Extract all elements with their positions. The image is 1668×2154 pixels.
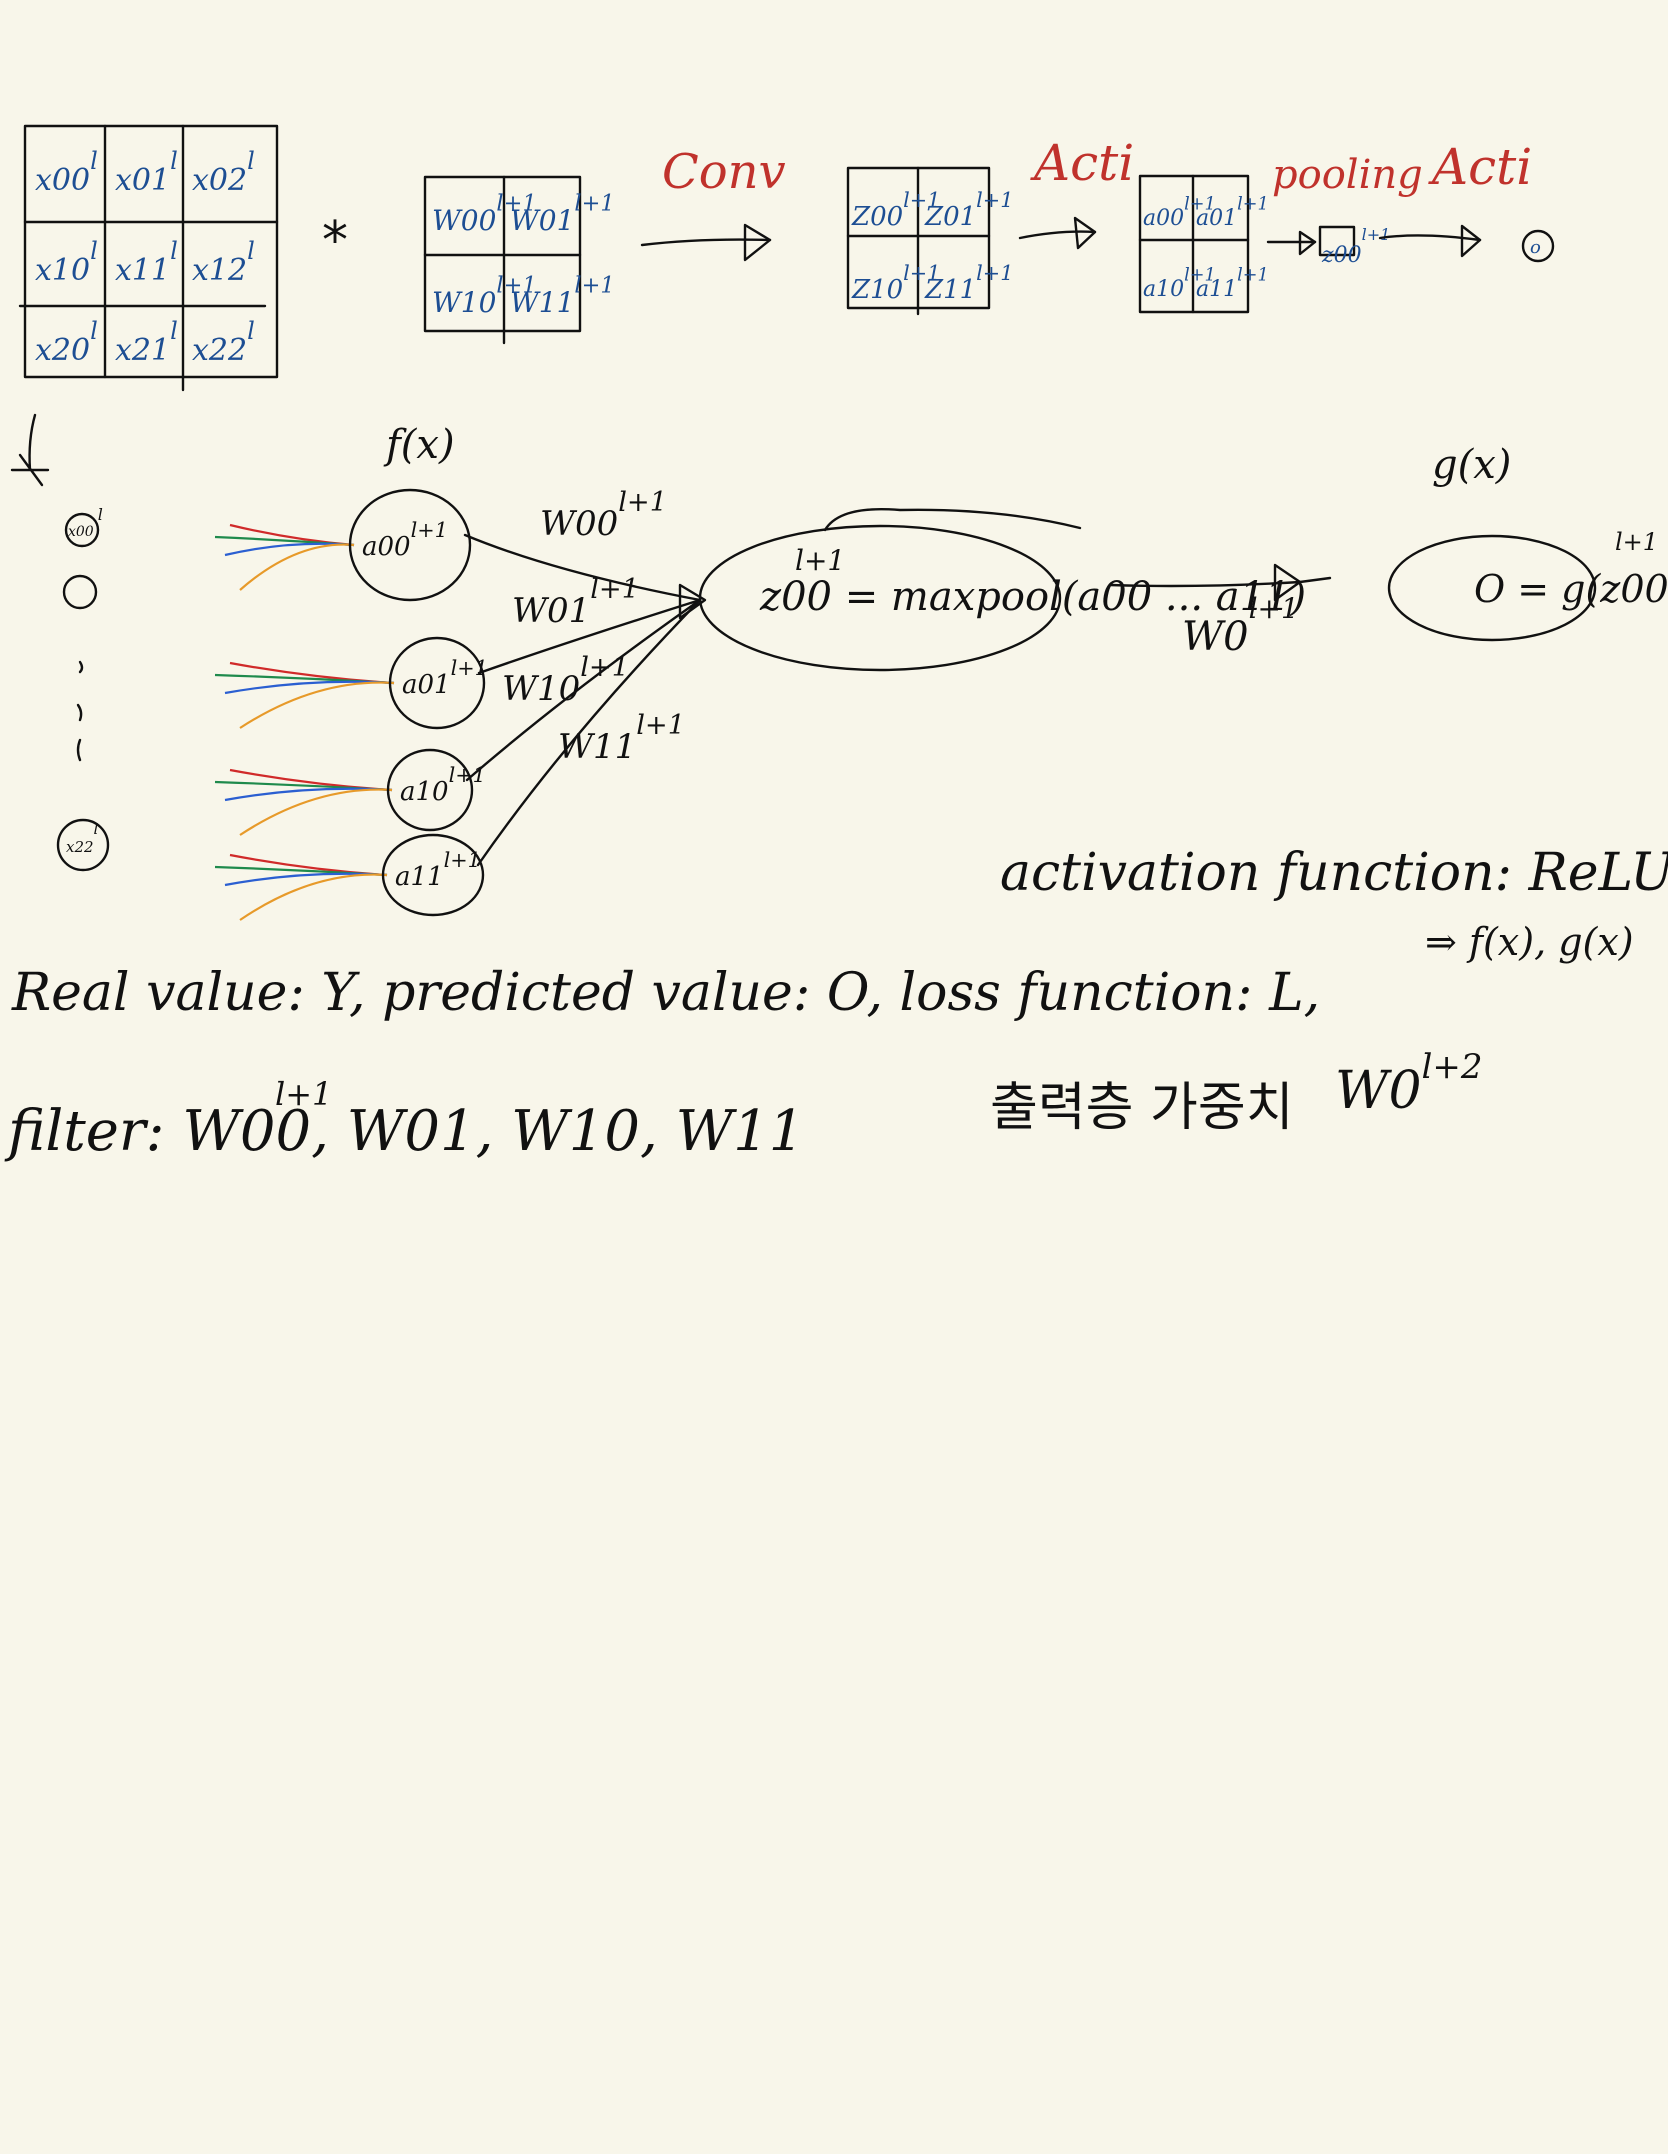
input-cell-x00: x00l [35, 147, 98, 198]
pool-arrowhead [678, 583, 707, 620]
note-korean-output-weight: 출력층 가중치 [990, 1078, 1294, 1138]
input-wire [239, 788, 393, 836]
edge-label-W10: W10l+1 [502, 652, 629, 709]
input-cell-x02: x02l [192, 147, 255, 198]
output-weight-label: W0l+1 [1182, 592, 1299, 660]
input-cell-x11: x11l [115, 237, 178, 288]
hidden-node-a00 [348, 488, 472, 602]
hidden-node-label-a11: a11l+1 [395, 848, 481, 892]
input-wire [239, 681, 395, 729]
pool-node-superscript: l+1 [795, 544, 845, 577]
activation-cell-a00: a00l+1 [1143, 195, 1216, 231]
input-column-bottom-label: x22l [66, 820, 99, 856]
hidden-node-label-a01: a01l+1 [402, 656, 488, 700]
filter-matrix [423, 175, 582, 345]
activation-output-matrix [1138, 174, 1250, 314]
arrow-pooling [1266, 225, 1356, 257]
hidden-node-label-a10: a10l+1 [400, 763, 486, 807]
conv-output-matrix [846, 166, 991, 316]
step-acti-1-label: Acti [1030, 134, 1134, 192]
left-margin-mark [10, 413, 50, 487]
f-label: f(x) [383, 422, 455, 468]
arrow-acti-2 [1378, 224, 1482, 258]
note-activation: activation function: ReLU [1000, 843, 1668, 903]
input-wire [239, 873, 388, 921]
input-cell-x20: x20l [35, 317, 98, 368]
output-node [1387, 534, 1597, 642]
note-real-predicted-loss: Real value: Y, predicted value: O, loss … [11, 963, 1320, 1023]
pool-node [698, 524, 1062, 672]
conv-cell-Z11: Z11l+1 [924, 261, 1013, 305]
arrow-acti-1 [1018, 216, 1097, 250]
input-wire [239, 543, 355, 591]
step-conv-label: Conv [662, 144, 786, 200]
hidden-node-label-a00: a00l+1 [362, 518, 448, 562]
conv-cell-Z10: Z10l+1 [851, 261, 940, 305]
input-cell-x21: x21l [115, 317, 178, 368]
final-output-label: o [1530, 237, 1541, 258]
filter-cell-W10: W10l+1 [432, 272, 537, 319]
step-pooling-label: pooling [1272, 152, 1423, 198]
filter-cell-W00: W00l+1 [432, 190, 537, 237]
convolve-symbol: * [322, 211, 348, 271]
hidden-node-a01 [388, 636, 486, 730]
edge-W00 [463, 533, 702, 602]
activation-cell-a11: a11l+1 [1196, 266, 1269, 302]
pool-node-label: z00 = maxpool(a00 ... a11) [759, 574, 1306, 620]
hidden-node-a10 [386, 748, 474, 832]
input-cell-x22: x22l [192, 317, 255, 368]
input-matrix [18, 124, 279, 392]
input-matrix-cells: x00l x01l x02l x10l x11l x12l x20l x21l x22l [35, 147, 255, 368]
input-wires [214, 523, 395, 921]
note-filter: filter: W00, W01, W10, W11 [4, 1099, 804, 1164]
edge-label-W01: W01l+1 [512, 574, 639, 631]
output-node-label: O = g(z00) [1474, 567, 1668, 611]
input-column-top-label: x00l [68, 505, 103, 540]
input-wire [229, 853, 388, 877]
input-wire [229, 768, 393, 792]
edge-label-W11: W11l+1 [558, 710, 685, 767]
pooled-value: z00l+1 [1321, 225, 1390, 268]
final-output-node [1521, 229, 1555, 263]
arrow-conv [640, 223, 772, 262]
step-acti-2-label: Acti [1428, 138, 1532, 196]
filter-cell-W11: W11l+1 [510, 272, 615, 319]
input-column: x00l x22l [56, 505, 110, 872]
input-wire [229, 661, 395, 685]
note-output-weight: W0l+2 [1335, 1047, 1483, 1121]
activation-cell-a01: a01l+1 [1196, 195, 1269, 231]
edge-W01 [477, 598, 702, 675]
conv-cell-Z01: Z01l+1 [924, 188, 1013, 232]
hidden-node-a11 [381, 833, 485, 917]
output-edge [1108, 563, 1332, 602]
note-filter-superscript: l+1 [275, 1075, 332, 1113]
input-cell-x12: x12l [192, 237, 255, 288]
edge-W10 [465, 598, 702, 782]
output-node-superscript: l+1 [1615, 528, 1658, 556]
filter-cell-W01: W01l+1 [510, 190, 615, 237]
note-activation-sub: ⇒ f(x), g(x) [1425, 920, 1634, 964]
hidden-nodes: a00l+1 a01l+1 a10l+1 a11l+1 [348, 488, 488, 917]
edge-label-W00: W00l+1 [540, 487, 667, 544]
input-cell-x10: x10l [35, 237, 98, 288]
conv-cell-Z00: Z00l+1 [851, 188, 940, 232]
g-label: g(x) [1432, 442, 1511, 488]
edge-W11 [476, 598, 702, 867]
activation-cell-a10: a10l+1 [1143, 266, 1216, 302]
input-cell-x01: x01l [115, 147, 178, 198]
